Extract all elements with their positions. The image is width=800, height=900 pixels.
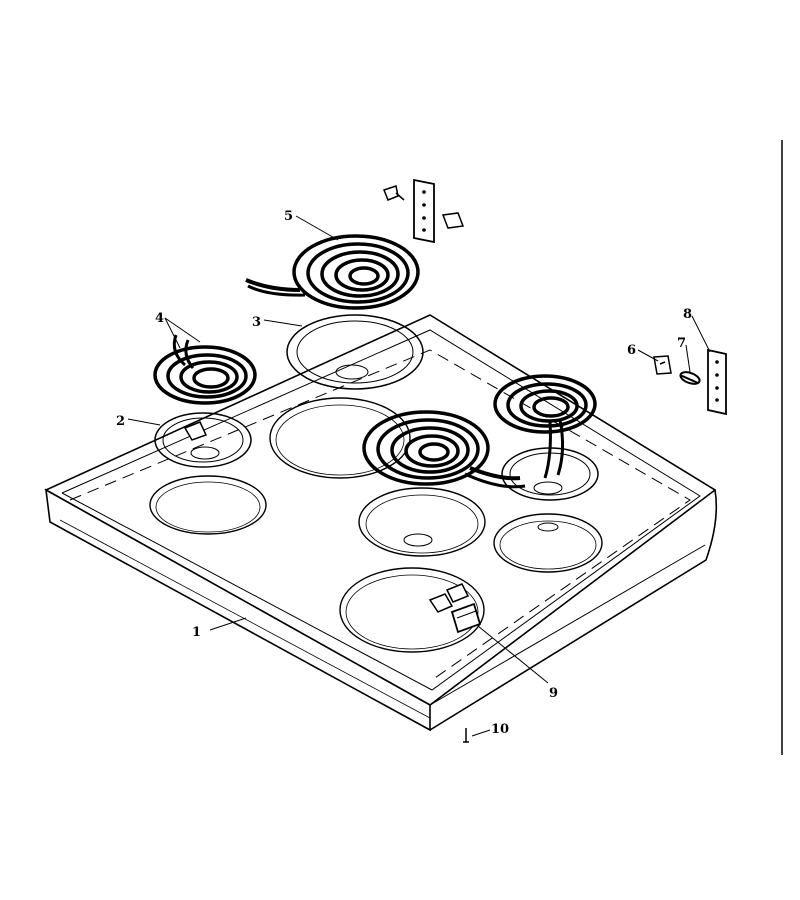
callout-9: 9 [549, 686, 558, 701]
coil-element-large-back [245, 234, 420, 310]
callout-5: 5 [284, 209, 293, 224]
screw-part [463, 728, 469, 743]
callout-1: 1 [192, 625, 201, 640]
callout-4: 4 [155, 311, 164, 326]
coil-element-large-front [362, 410, 526, 489]
cooktop-panel [44, 314, 718, 732]
callout-2: 2 [116, 414, 125, 429]
leader-lines [127, 215, 711, 737]
callout-8: 8 [683, 307, 692, 322]
terminal-block [428, 583, 482, 634]
callout-10: 10 [491, 722, 509, 737]
mounting-bracket-top [383, 178, 465, 244]
coil-element-right-back [493, 374, 597, 479]
callout-6: 6 [627, 343, 636, 358]
drip-pan-large [286, 314, 424, 390]
drip-pan-small [154, 412, 252, 468]
burner-openings [149, 397, 603, 653]
callout-7: 7 [677, 336, 686, 351]
coil-element-small-left [153, 334, 257, 405]
mounting-bracket-right [653, 348, 727, 416]
callout-3: 3 [252, 315, 261, 330]
